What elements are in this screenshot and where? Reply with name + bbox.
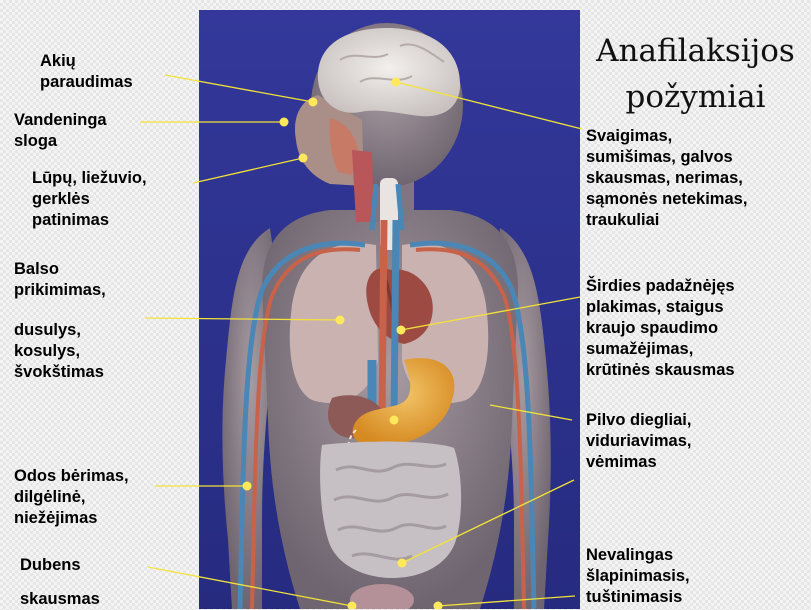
label-brain-symptoms: Svaigimas, sumišimas, galvos skausmas, n…: [586, 126, 747, 231]
label-breathing-symptoms: dusulys, kosulys, švokštimas: [14, 320, 104, 383]
label-heart-symptoms: Širdies padažnėjęs plakimas, staigus kra…: [586, 276, 735, 381]
label-abdominal-symptoms: Pilvo diegliai, viduriavimas, vėmimas: [586, 410, 691, 473]
label-eye-redness: Akių paraudimas: [40, 51, 133, 93]
label-pelvic-pain-2: skausmas: [20, 589, 100, 610]
label-lip-tongue-swelling: Lūpų, liežuvio, gerklės patinimas: [32, 168, 147, 231]
label-skin-rash: Odos bėrimas, dilgėlinė, niežėjimas: [14, 466, 129, 529]
label-runny-nose: Vandeninga sloga: [14, 110, 107, 152]
diagram-title: Anafilaksijos požymiai: [580, 28, 811, 120]
label-pelvic-pain-1: Dubens: [20, 555, 81, 576]
label-bladder-symptoms: Nevalingas šlapinimasis, tuštinimasis: [586, 545, 690, 608]
label-voice-hoarseness: Balso prikimimas,: [14, 259, 106, 301]
